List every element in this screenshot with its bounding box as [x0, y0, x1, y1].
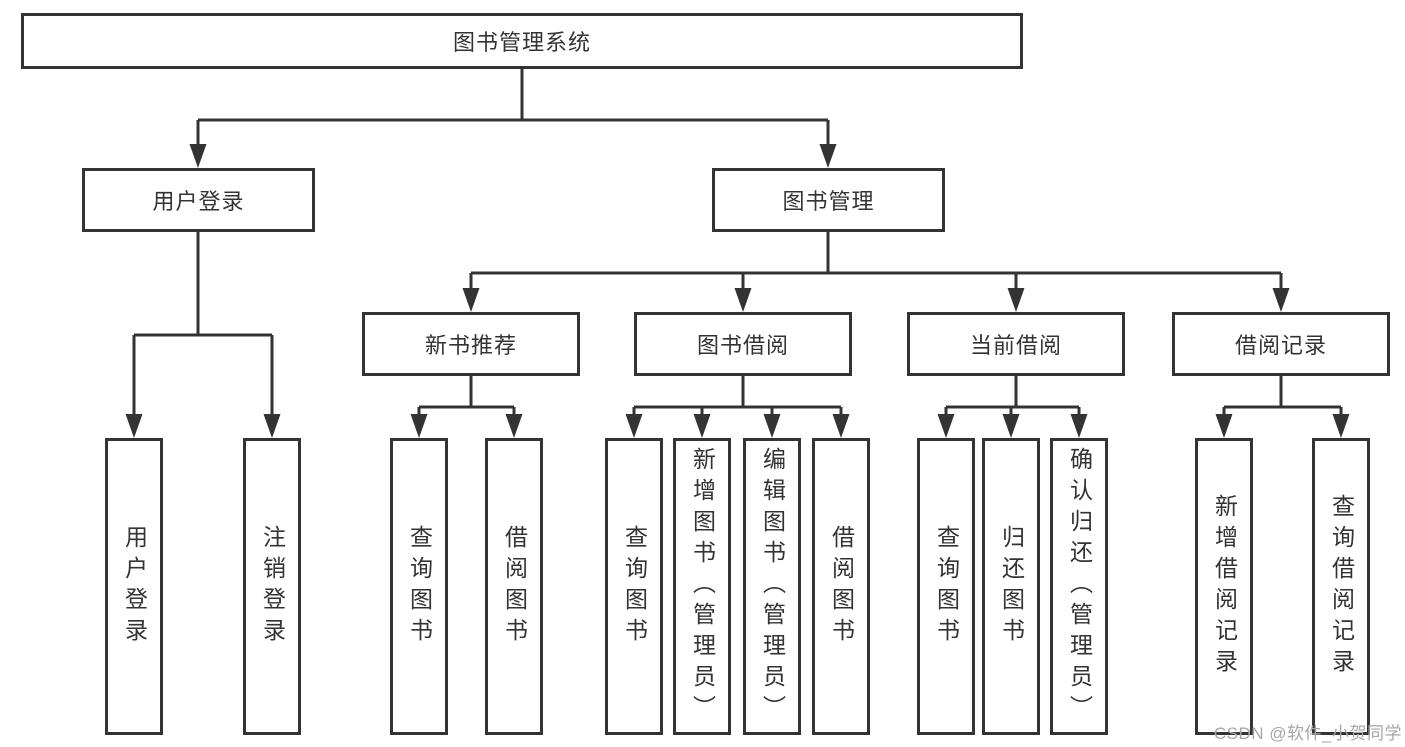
leaf-confirm-return-admin: 确认归还（管理员） [1050, 438, 1108, 735]
node-book-borrowing: 图书借阅 [634, 312, 852, 376]
node-current-borrowing: 当前借阅 [907, 312, 1125, 376]
node-root-library-system: 图书管理系统 [21, 13, 1023, 69]
node-book-management: 图书管理 [712, 168, 945, 232]
leaf-return-books: 归还图书 [982, 438, 1040, 735]
node-new-book-recommend: 新书推荐 [362, 312, 580, 376]
node-user-login: 用户登录 [82, 168, 315, 232]
csdn-watermark: CSDN @软件_小贺同学 [1213, 724, 1402, 743]
leaf-add-borrow-record: 新增借阅记录 [1195, 438, 1253, 735]
leaf-borrow-books: 借阅图书 [812, 438, 870, 735]
connector-strokes [132, 69, 1343, 422]
leaf-logout: 注销登录 [243, 438, 301, 735]
leaf-add-books-admin: 新增图书（管理员） [673, 438, 731, 735]
leaf-query-borrow-record: 查询借阅记录 [1312, 438, 1370, 735]
leaf-query-books-recommend: 查询图书 [390, 438, 448, 735]
leaf-borrow-books-recommend: 借阅图书 [485, 438, 543, 735]
leaf-user-login: 用户登录 [105, 438, 163, 735]
node-borrowing-records: 借阅记录 [1172, 312, 1390, 376]
leaf-query-books-current: 查询图书 [917, 438, 975, 735]
leaf-query-books-borrow: 查询图书 [605, 438, 663, 735]
leaf-edit-books-admin: 编辑图书（管理员） [743, 438, 801, 735]
arrowheads [125, 144, 1350, 438]
